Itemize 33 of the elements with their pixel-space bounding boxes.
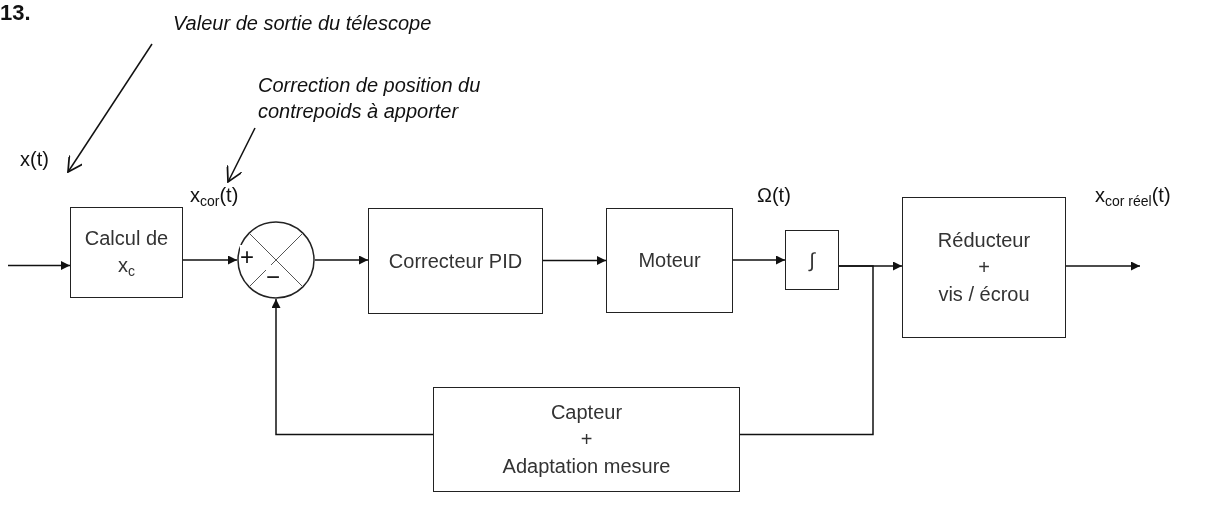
- arrow: [67, 43, 153, 173]
- arrow: [542, 256, 607, 265]
- block-box: [433, 387, 740, 492]
- signal-label: x(t): [20, 146, 68, 172]
- arrow: [182, 255, 238, 265]
- annotation-text: Valeur de sortie du télescope: [173, 12, 432, 34]
- block-box: [902, 197, 1066, 338]
- block-label: Réducteur: [937, 228, 1031, 253]
- annotation-text: Correction de position du contrepoids à apporter: [258, 74, 481, 122]
- summing-junction: [237, 221, 315, 299]
- block-label: Adaptation mesure: [502, 454, 671, 479]
- signal-label: x$_{cor}$(t): [190, 182, 264, 210]
- arrow: [7, 261, 71, 270]
- arrow: [732, 255, 786, 265]
- signal-label: x$_{cor réel}$(t): [1095, 184, 1171, 209]
- block-label: ∫: [809, 247, 815, 274]
- block-label: Correcteur PID: [388, 248, 523, 274]
- arrow: [271, 298, 434, 436]
- block-label: Moteur: [638, 248, 701, 273]
- block-box: [606, 208, 733, 313]
- question-number: 13.: [0, 0, 31, 26]
- block-box: [70, 207, 183, 298]
- signal-label: Ω(t): [757, 184, 791, 207]
- block-label: +: [580, 427, 593, 452]
- block-box: [368, 208, 543, 314]
- arrow: [226, 127, 256, 183]
- block-label: Calcul de x$_{c}$: [83, 225, 170, 281]
- block-label: Capteur: [550, 400, 623, 425]
- arrow: [1065, 261, 1141, 271]
- block-label: +: [978, 255, 990, 280]
- block-label: vis / écrou: [938, 282, 1030, 307]
- arrow: [314, 255, 369, 265]
- block-box: [785, 230, 839, 290]
